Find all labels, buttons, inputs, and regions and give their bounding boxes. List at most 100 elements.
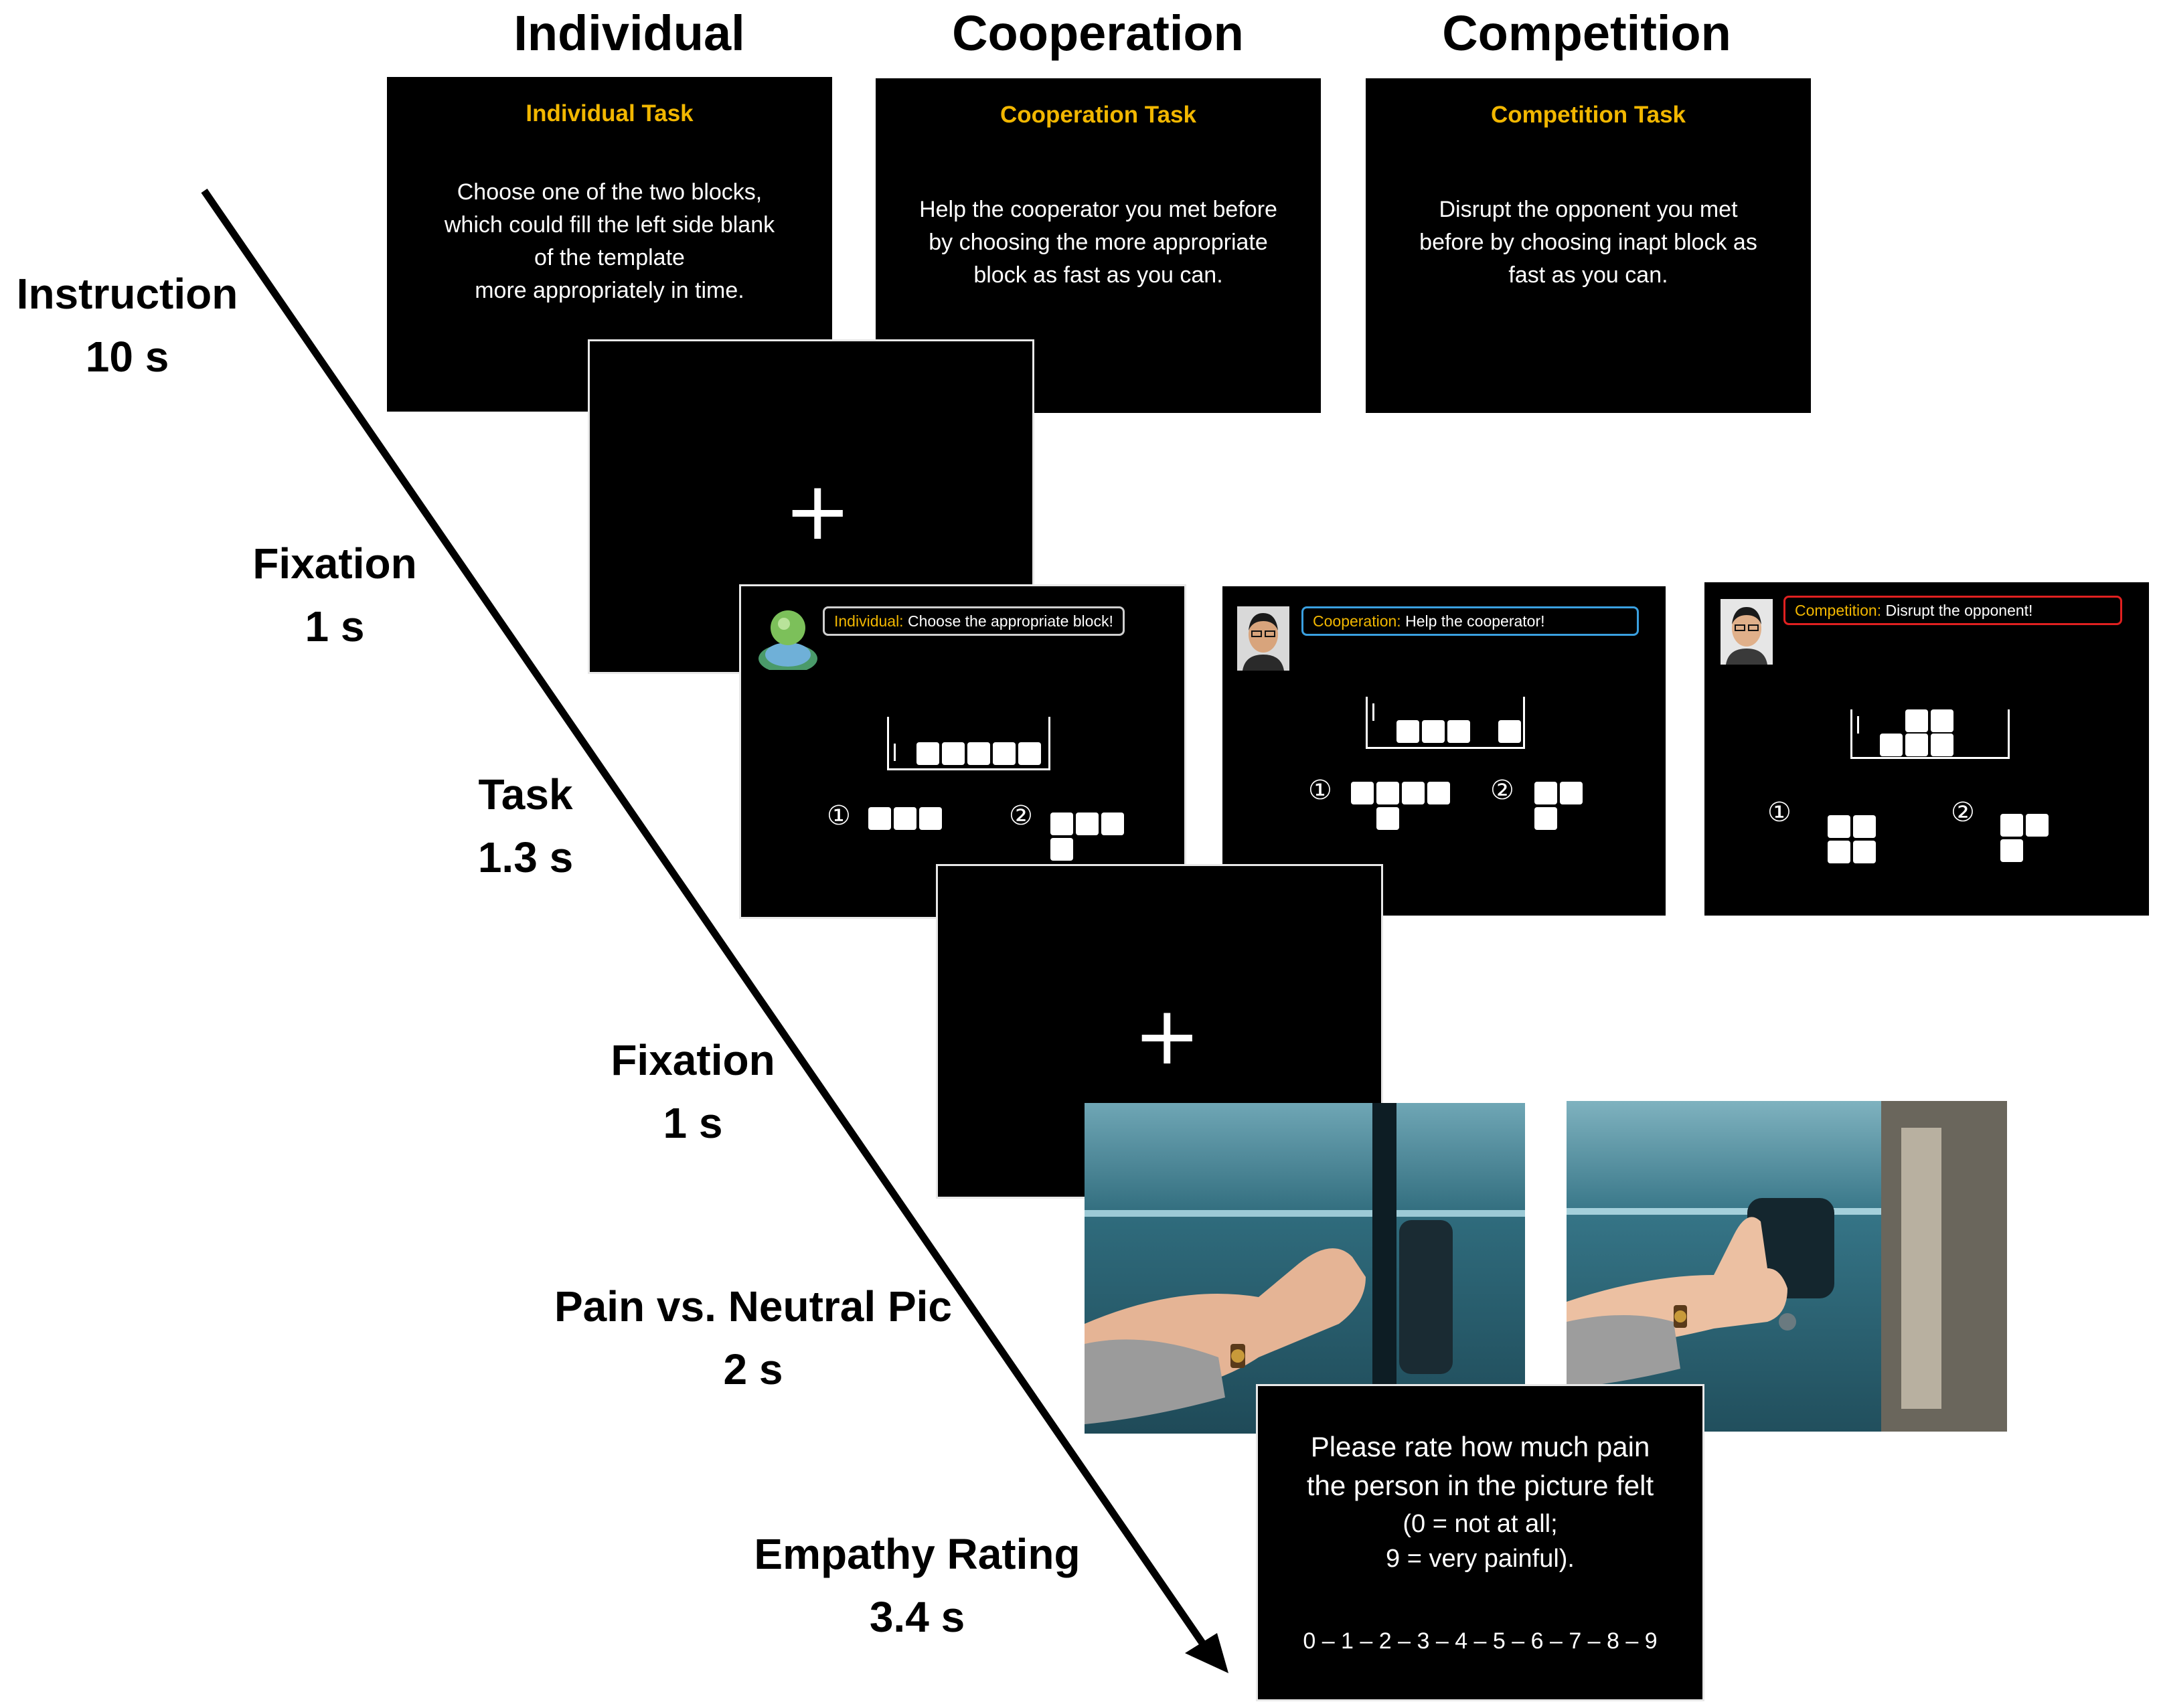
option-block bbox=[1534, 807, 1557, 830]
option-block bbox=[894, 807, 916, 830]
face-photo-icon bbox=[1721, 599, 1773, 665]
task-prompt-box: Cooperation: Help the cooperator! bbox=[1301, 606, 1639, 636]
template-block bbox=[1931, 734, 1953, 756]
stage-name: Fixation bbox=[611, 1036, 775, 1084]
template-tray bbox=[887, 717, 1050, 770]
option-block bbox=[1050, 838, 1073, 861]
option-label-2: ② bbox=[1951, 797, 1975, 828]
fixation-cross: + bbox=[784, 465, 852, 558]
stage-duration: 10 s bbox=[85, 333, 169, 381]
stage-label-task: Task 1.3 s bbox=[428, 763, 623, 889]
stage-name: Pain vs. Neutral Pic bbox=[554, 1282, 953, 1331]
stage-name: Fixation bbox=[252, 539, 417, 588]
template-tray bbox=[1366, 697, 1525, 749]
avatar-icon bbox=[758, 610, 817, 670]
instruction-title: Individual Task bbox=[526, 100, 694, 126]
stage-name: Instruction bbox=[16, 270, 238, 318]
template-block bbox=[1396, 720, 1419, 743]
task-message: Help the cooperator! bbox=[1401, 612, 1545, 630]
option-block bbox=[1427, 782, 1450, 804]
stage-label-instruction: Instruction 10 s bbox=[0, 262, 254, 388]
option-block bbox=[1376, 807, 1399, 830]
task-prompt-box: Individual: Choose the appropriate block… bbox=[823, 606, 1125, 636]
neutral-picture bbox=[1567, 1101, 2007, 1432]
template-block bbox=[993, 742, 1016, 765]
task-message: Choose the appropriate block! bbox=[903, 612, 1113, 630]
option-block bbox=[1101, 813, 1124, 835]
task-condition-label: Cooperation: bbox=[1313, 612, 1401, 630]
option-block bbox=[1828, 815, 1850, 838]
template-block bbox=[942, 742, 965, 765]
template-block bbox=[967, 742, 990, 765]
stage-duration: 1 s bbox=[663, 1099, 723, 1147]
option-label-1: ① bbox=[1767, 797, 1791, 828]
template-block bbox=[1880, 734, 1903, 756]
instruction-title: Cooperation Task bbox=[1000, 102, 1196, 128]
task-condition-label: Competition: bbox=[1795, 602, 1882, 619]
stage-label-fixation-1: Fixation 1 s bbox=[221, 532, 449, 658]
rating-scale: 0 – 1 – 2 – 3 – 4 – 5 – 6 – 7 – 8 – 9 bbox=[1303, 1628, 1658, 1654]
pain-picture bbox=[1085, 1103, 1525, 1434]
instruction-screen-competition: Competition Task Disrupt the opponent yo… bbox=[1366, 78, 1811, 413]
column-header-individual: Individual bbox=[513, 5, 745, 61]
option-block bbox=[2000, 814, 2023, 837]
option-block bbox=[1560, 782, 1583, 804]
stage-name: Empathy Rating bbox=[754, 1530, 1081, 1578]
stage-name: Task bbox=[478, 770, 573, 819]
option-block bbox=[868, 807, 891, 830]
option-block bbox=[1050, 813, 1073, 835]
template-block bbox=[916, 742, 939, 765]
stage-label-fixation-2: Fixation 1 s bbox=[582, 1029, 803, 1155]
task-screen-competition: Competition: Disrupt the opponent! ① ② bbox=[1704, 582, 2149, 916]
option-block bbox=[1828, 841, 1850, 863]
option-block bbox=[1853, 841, 1876, 863]
option-block bbox=[1853, 815, 1876, 838]
stage-label-empathy-rating: Empathy Rating 3.4 s bbox=[730, 1523, 1105, 1648]
stage-duration: 2 s bbox=[723, 1345, 783, 1393]
option-block bbox=[1351, 782, 1374, 804]
template-tick bbox=[894, 744, 896, 761]
face-photo-icon bbox=[1237, 606, 1289, 671]
stage-duration: 1 s bbox=[305, 602, 365, 651]
option-label-1: ① bbox=[1308, 775, 1332, 806]
option-block bbox=[1402, 782, 1425, 804]
option-label-2: ② bbox=[1009, 800, 1033, 831]
column-header-cooperation: Cooperation bbox=[952, 5, 1244, 61]
column-header-competition: Competition bbox=[1442, 5, 1731, 61]
option-block bbox=[2026, 814, 2049, 837]
fixation-cross: + bbox=[1133, 990, 1201, 1083]
instruction-body: Choose one of the two blocks,which could… bbox=[444, 179, 775, 303]
car-door-hand-image bbox=[1085, 1103, 1525, 1434]
task-screen-individual: Individual: Choose the appropriate block… bbox=[739, 584, 1186, 919]
rating-anchors: (0 = not at all;9 = very painful). bbox=[1386, 1510, 1575, 1573]
template-tray bbox=[1850, 709, 2010, 759]
template-block bbox=[1498, 720, 1521, 743]
timeline-arrow-line bbox=[201, 188, 1212, 1654]
template-tick bbox=[1857, 716, 1859, 734]
option-block bbox=[919, 807, 942, 830]
task-condition-label: Individual: bbox=[834, 612, 904, 630]
task-prompt-box: Competition: Disrupt the opponent! bbox=[1783, 596, 2122, 625]
stage-label-pain-pic: Pain vs. Neutral Pic 2 s bbox=[536, 1275, 971, 1401]
instruction-screen-cooperation: Cooperation Task Help the cooperator you… bbox=[876, 78, 1321, 413]
option-block bbox=[1076, 813, 1099, 835]
option-block bbox=[1376, 782, 1399, 804]
option-label-1: ① bbox=[827, 800, 851, 831]
option-block bbox=[1534, 782, 1557, 804]
car-door-hand-image bbox=[1567, 1101, 2007, 1432]
option-block bbox=[2000, 839, 2023, 862]
template-block bbox=[1905, 709, 1928, 732]
template-block bbox=[1905, 734, 1928, 756]
instruction-title: Competition Task bbox=[1490, 102, 1686, 128]
task-message: Disrupt the opponent! bbox=[1881, 602, 2033, 619]
stage-duration: 3.4 s bbox=[869, 1593, 965, 1641]
timeline-arrow-head bbox=[1185, 1633, 1228, 1673]
template-block bbox=[1447, 720, 1470, 743]
option-label-2: ② bbox=[1490, 775, 1514, 806]
stage-duration: 1.3 s bbox=[477, 833, 574, 881]
